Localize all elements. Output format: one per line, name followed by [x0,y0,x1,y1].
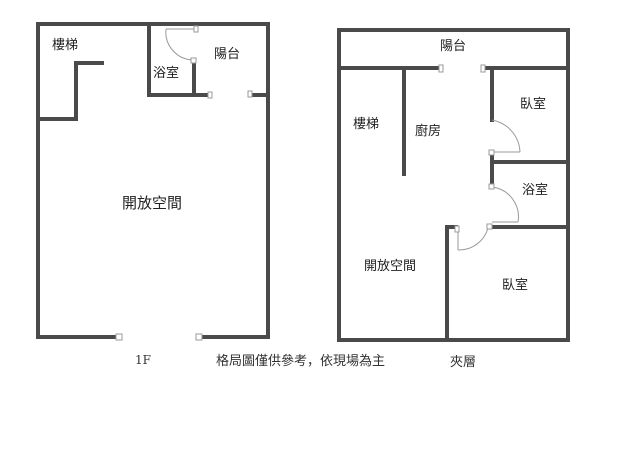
mz-caption: 夾層 [450,355,476,370]
plan-mezzanine [337,28,570,342]
1f-top-wall [36,22,120,339]
mz-stairs-label: 樓梯 [353,117,379,132]
mz-outer-wall [337,28,570,342]
1f-door-jamb [193,25,199,33]
1f-entrance-jamb [195,333,203,341]
mz-bathroom-door-arc [491,186,519,223]
mz-balcony-jamb [480,64,486,73]
1f-door-jamb [247,90,253,98]
mz-balcony-label: 陽台 [440,39,466,54]
mz-bedroom-bottom-label: 臥室 [502,277,528,293]
footer-note: 格局圖僅供參考，依現場為主 [216,353,385,369]
mz-bottom-bedroom-door-arc [457,227,489,251]
1f-balcony-label: 陽台 [214,47,240,62]
1f-stairs-label: 樓梯 [52,38,78,53]
1f-bathroom-label: 浴室 [153,65,179,81]
mz-door-jamb [488,183,495,190]
1f-bathroom-door-arc [165,28,195,61]
1f-caption: 1F [135,353,151,367]
1f-stair-partition [36,61,104,121]
mz-open-space-label: 開放空間 [364,259,416,274]
mz-door-jamb [486,223,493,230]
1f-doors [115,25,253,341]
mz-kitchen-label: 廚房 [415,123,441,139]
mz-door-jamb [488,149,495,156]
plan-1f [36,22,270,339]
mz-balcony-jamb [438,64,444,73]
1f-open-space-label: 開放空間 [122,194,182,212]
mz-doors [438,64,521,251]
1f-entrance-jamb [115,333,123,341]
1f-right-wall [198,22,270,339]
mz-bedroom-door-arc [491,119,521,153]
mz-door-jamb [454,225,460,233]
1f-door-jamb [207,91,213,99]
mz-bedroom-top-label: 臥室 [520,96,546,112]
mz-bathroom-label: 浴室 [522,182,548,198]
1f-door-jamb [190,57,197,64]
